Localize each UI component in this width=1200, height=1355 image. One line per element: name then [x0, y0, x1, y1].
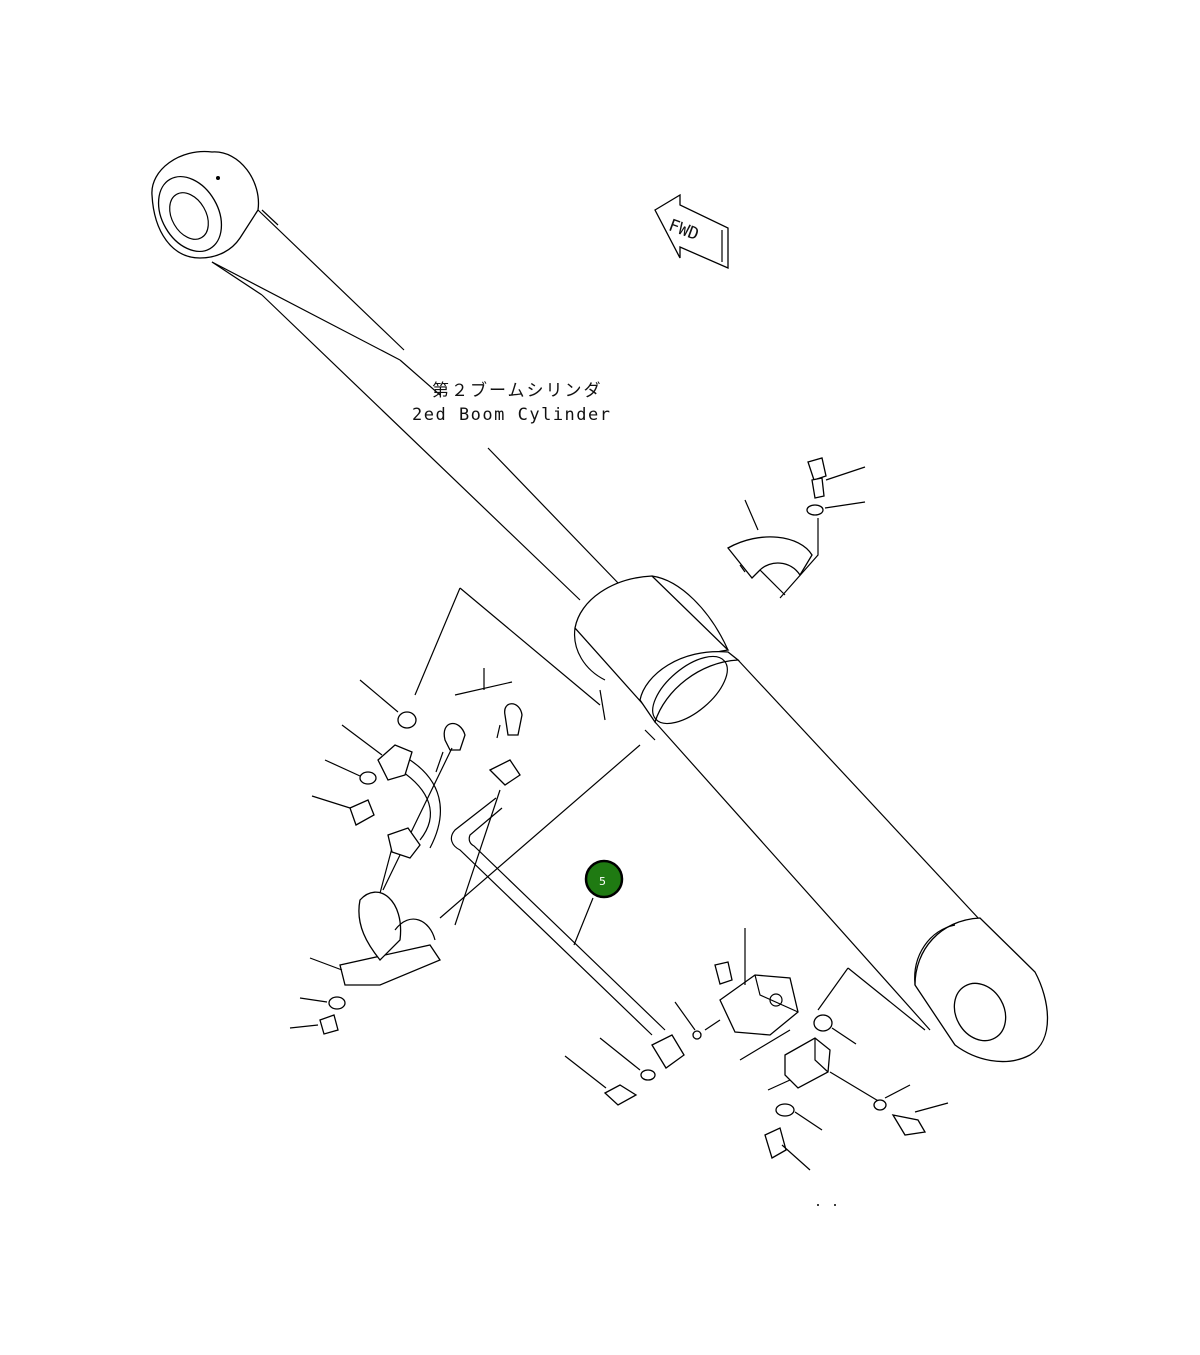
- fastener-set-left: [289, 679, 417, 1035]
- title-jp: 第２ブームシリンダ: [432, 380, 603, 401]
- callout-leader: [573, 897, 594, 946]
- valve-block: [674, 928, 799, 1061]
- callout-label: 5: [599, 875, 606, 888]
- title-en: 2ed Boom Cylinder: [412, 405, 612, 425]
- bolt-upper: [807, 457, 866, 499]
- callout-badge-5[interactable]: 5: [584, 859, 624, 899]
- pipe-assembly: [339, 587, 666, 1036]
- fwd-arrow-icon: FWD: [654, 193, 729, 269]
- end-block: [764, 967, 949, 1206]
- washer-upper: [806, 501, 866, 516]
- boom-cylinder: [151, 150, 1049, 1063]
- pipe-end-fasteners: [564, 1034, 685, 1106]
- clamp-band: [727, 499, 819, 599]
